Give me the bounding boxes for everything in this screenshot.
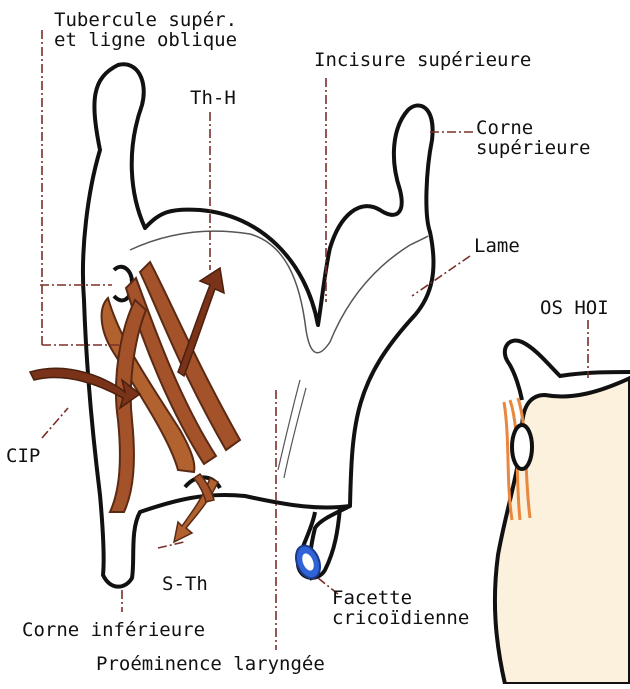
label-corne-inferieure: Corne inférieure (22, 620, 205, 640)
label-s-th-text: S-Th (162, 574, 208, 594)
label-cip-text: CIP (6, 446, 40, 466)
label-os-hyoide-text: OS HOI (540, 298, 609, 318)
label-proeminence-text: Proéminence laryngée (96, 654, 325, 674)
label-th-h: Th-H (190, 88, 236, 108)
label-facette-cricoidienne: Facette cricoïdienne (332, 588, 469, 628)
label-th-h-text: Th-H (190, 88, 236, 108)
label-tubercule-line1: Tubercule supér. (54, 10, 237, 30)
muscles (30, 262, 240, 542)
label-proeminence-laryngee: Proéminence laryngée (96, 654, 325, 674)
label-incisure-text: Incisure supérieure (314, 50, 531, 70)
label-corne-sup-line2: supérieure (476, 138, 590, 158)
leader-cip (42, 408, 68, 438)
th-h-arrow (178, 268, 224, 376)
leader-s-th (158, 542, 184, 548)
leader-lame (412, 256, 470, 296)
label-os-hyoide: OS HOI (540, 298, 609, 318)
label-lame-text: Lame (474, 236, 520, 256)
s-th-arrow (174, 478, 218, 542)
label-cip: CIP (6, 446, 40, 466)
label-corne-inf-text: Corne inférieure (22, 620, 205, 640)
laryngeal-prominence-lines (278, 380, 306, 478)
label-facette-line1: Facette (332, 588, 469, 608)
label-tubercule: Tubercule supér. et ligne oblique (54, 10, 237, 50)
label-lame: Lame (474, 236, 520, 256)
label-corne-superieure: Corne supérieure (476, 118, 590, 158)
label-corne-sup-line1: Corne (476, 118, 590, 138)
label-s-th: S-Th (162, 574, 208, 594)
hyoid-bone (495, 341, 630, 684)
label-tubercule-line2: et ligne oblique (54, 30, 237, 50)
label-facette-line2: cricoïdienne (332, 608, 469, 628)
label-incisure: Incisure supérieure (314, 50, 531, 70)
hyoid-foramen (512, 425, 532, 469)
